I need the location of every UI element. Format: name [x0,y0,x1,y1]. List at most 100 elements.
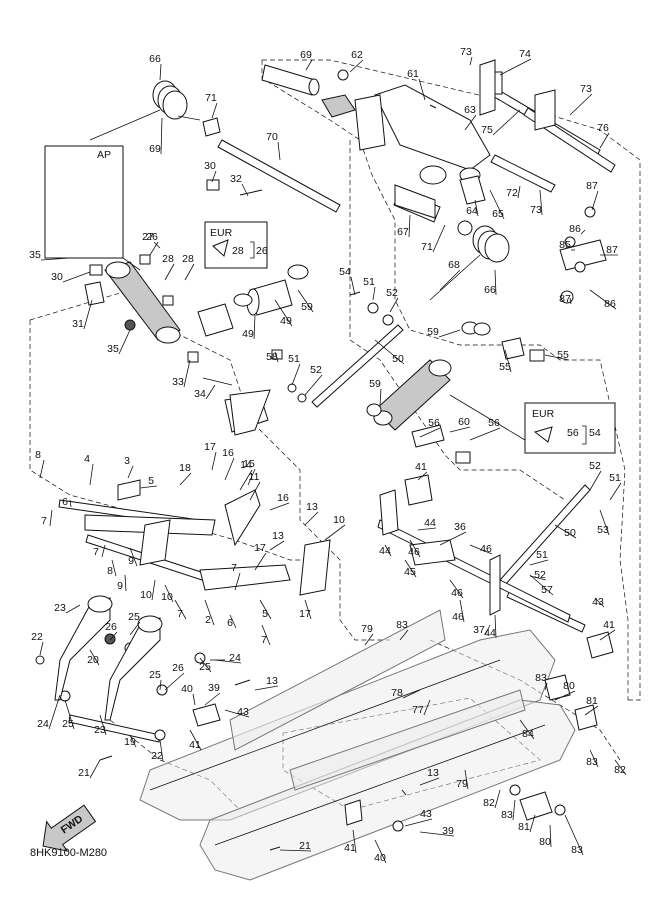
callout-40: 40 [374,852,386,864]
callout-41: 41 [344,842,356,854]
leader-line [494,269,497,296]
front-arms [54,595,163,721]
leader-line [364,633,374,646]
callout-28: 28 [162,253,174,265]
leader-line [474,199,479,217]
leader-line [554,690,576,701]
leader-line [179,472,192,486]
callout-23: 23 [54,602,66,614]
callout-59: 59 [301,301,313,313]
leader-line [127,465,134,479]
callout-59: 59 [369,378,381,390]
callout-75: 75 [481,124,493,136]
leader-line [62,271,91,283]
callout-32: 32 [230,173,242,185]
callout-41: 41 [189,739,201,751]
callout-46: 46 [408,546,420,558]
leader-line [129,621,141,636]
leader-line [569,93,593,116]
leader-line [614,759,627,776]
callout-83: 83 [396,619,408,631]
leader-line [204,599,215,626]
callout-46: 46 [451,587,463,599]
leader-line [159,679,162,691]
leader-line [484,624,491,636]
callout-7: 7 [177,608,183,620]
leader-line [164,263,175,281]
callout-59: 59 [427,326,439,338]
leader-line [39,459,45,479]
callout-40: 40 [181,683,193,695]
leader-line [389,297,399,313]
leader-line [83,299,93,330]
callout-7: 7 [93,546,99,558]
leader-line [297,289,314,313]
shock-absorbers [104,261,452,431]
callout-23: 23 [94,724,106,736]
leader-line [512,799,516,821]
callout-35: 35 [29,249,41,261]
leader-line [529,814,536,833]
leader-line [234,572,241,591]
callout-62: 62 [351,49,363,61]
callout-76: 76 [597,122,609,134]
callout-82: 82 [483,797,495,809]
inset-eur-lower: EUR 56 54 [449,394,616,454]
leader-line [404,818,433,827]
callout-56: 56 [428,417,440,429]
callout-10: 10 [333,514,345,526]
leader-line [241,183,249,197]
callout-65: 65 [492,208,504,220]
callout-7: 7 [231,562,237,574]
callout-55: 55 [499,361,511,373]
callout-39: 39 [442,825,454,837]
callout-26: 26 [105,621,117,633]
callout-87: 87 [559,293,571,305]
callout-25: 25 [199,661,211,673]
callout-60: 60 [458,416,470,428]
leader-line [589,289,617,310]
leader-line [529,575,547,581]
callout-26: 26 [146,231,158,243]
callout-28: 28 [182,253,194,265]
leader-line [399,629,409,641]
callout-79: 79 [456,778,468,790]
inset-ap: AP [44,145,141,271]
callout-68: 68 [448,259,460,271]
leader-line [211,451,217,471]
inset-ap-label: AP [97,149,111,161]
leader-line [417,471,428,481]
leader-line [139,485,158,489]
leader-line [224,709,250,718]
leader-line [101,544,106,558]
callout-2: 2 [205,614,211,626]
callout-84: 84 [522,728,534,740]
leader-line [419,777,440,786]
callout-43: 43 [420,808,432,820]
leader-line [519,719,535,740]
leader-line [259,599,272,620]
leader-line [160,117,163,155]
leader-line [569,297,572,305]
callout-77: 77 [412,704,424,716]
callout-69: 69 [300,49,312,61]
callout-43: 43 [237,706,249,718]
leader-lines [39,56,627,864]
callout-83: 83 [586,756,598,768]
leader-line [151,579,156,601]
callout-71: 71 [205,92,217,104]
callout-27: 27 [142,231,154,243]
callout-86: 86 [604,298,616,310]
leader-line [254,552,267,571]
callout-13: 13 [272,530,284,542]
torsion-spring-left [89,80,201,141]
callout-45: 45 [404,566,416,578]
callout-53: 53 [597,524,609,536]
callout-66: 66 [149,53,161,65]
leader-line [304,374,323,396]
callout-6: 6 [62,496,68,508]
callout-17: 17 [299,608,311,620]
leader-line [291,363,301,386]
callout-51: 51 [363,276,375,288]
